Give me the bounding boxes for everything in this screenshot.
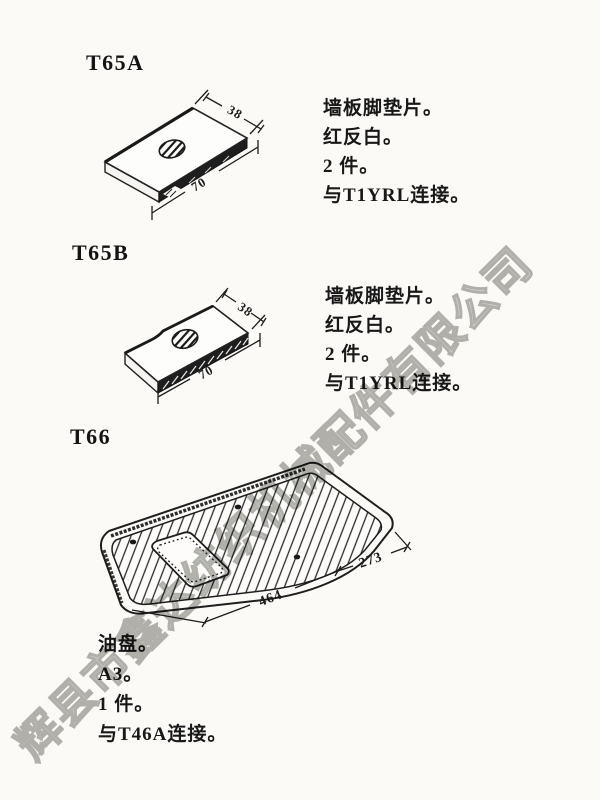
part-code-t66: T66 — [70, 424, 112, 449]
quantity-line: 2 件。 — [323, 156, 380, 177]
front-face-hatching — [162, 337, 249, 390]
pan-opening-bead — [157, 536, 224, 583]
t66-pan — [99, 461, 394, 615]
drawing-t65a-shim-plate: 38 70 — [103, 89, 265, 220]
front-face-patch — [163, 186, 181, 197]
dim-label-length-t65a: 70 — [188, 174, 209, 195]
part-name-line: 墙板脚垫片。 — [323, 98, 444, 119]
dim-label-width-t65a: 38 — [225, 102, 245, 122]
part-name-line: 墙板脚垫片。 — [325, 286, 446, 307]
material-line: 红反白。 — [325, 315, 406, 336]
part-code-t65b: T65B — [72, 240, 130, 265]
description-t65b: 墙板脚垫片。 红反白。 2 件。 与T1YRL连接。 — [325, 282, 472, 398]
plate-back-edge — [124, 304, 214, 355]
description-t65a: 墙板脚垫片。 红反白。 2 件。 与T1YRL连接。 — [323, 94, 470, 210]
material-line: A3。 — [98, 664, 144, 685]
rim-bead-top — [110, 467, 306, 538]
plate-back-edge — [104, 106, 194, 164]
dim-label-width-t65b: 38 — [235, 299, 256, 320]
part-code-t65a: T65A — [86, 50, 145, 75]
quantity-line: 2 件。 — [325, 344, 382, 365]
material-line: 红反白。 — [323, 127, 404, 148]
quantity-line: 1 件。 — [98, 694, 155, 715]
mount-hole — [129, 539, 137, 545]
mount-hole — [293, 554, 301, 560]
connection-line: 与T1YRL连接。 — [323, 185, 471, 206]
center-hole — [171, 328, 199, 350]
pan-outer-rim — [99, 461, 394, 615]
part-name-line: 油盘。 — [98, 634, 159, 655]
pan-opening — [151, 531, 230, 588]
t66-dimensions — [131, 531, 412, 628]
rim-bead-left — [102, 549, 124, 604]
drawing-t66-oil-pan: 464 273 — [99, 461, 412, 628]
dim-label-length-t65b: 70 — [196, 362, 216, 382]
drawing-t65b-shim-plate: 38 70 — [123, 287, 267, 404]
t65a-dimensions — [151, 89, 265, 220]
mount-hole — [234, 504, 242, 510]
center-hole — [158, 139, 186, 159]
description-t66: 油盘。 A3。 1 件。 与T46A连接。 — [98, 630, 227, 750]
t65b-dimensions — [157, 287, 267, 404]
connection-line: 与T46A连接。 — [98, 724, 228, 745]
t65b-plate — [123, 304, 250, 395]
connection-line: 与T1YRL连接。 — [325, 373, 473, 394]
t65a-plate — [103, 106, 249, 204]
dim-label-depth-t66: 273 — [357, 550, 385, 572]
